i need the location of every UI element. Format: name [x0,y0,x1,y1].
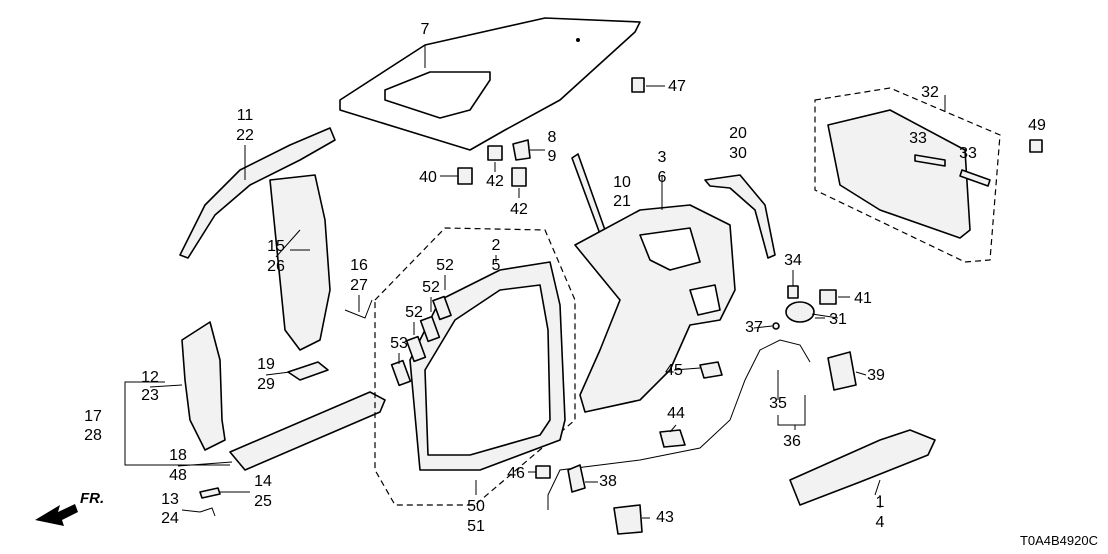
clip-16-27 [344,299,373,319]
callout-44: 44 [667,405,685,422]
callout-52b: 52 [422,279,440,296]
clip-8-9 [512,139,545,161]
callout-33b: 33 [959,145,977,162]
callout-13: 13 [161,491,179,508]
callout-33a: 33 [909,130,927,147]
pads-52-53 [390,295,452,387]
diagram-code: T0A4B4920C [1020,533,1098,548]
fastener-42a [487,145,503,172]
callout-1: 1 [876,494,885,511]
callout-2: 2 [492,237,501,254]
callout-31: 31 [829,311,847,328]
callout-35: 35 [769,395,787,412]
side-outer-panel-2-5 [374,227,576,506]
front-arrow-icon: FR. [35,490,104,526]
callout-26: 26 [267,258,285,275]
callout-6: 6 [658,169,667,186]
pillar-12-23 [181,321,226,451]
callout-32: 32 [921,84,939,101]
cable [547,339,811,510]
callout-20: 20 [729,125,747,142]
fastener-40 [440,167,473,185]
callout-39: 39 [867,367,885,384]
callout-36: 36 [783,433,801,450]
callout-23: 23 [141,387,159,404]
callout-9: 9 [548,148,557,165]
callout-47: 47 [668,78,686,95]
bracket-19-29 [287,361,329,381]
roof-panel [339,17,641,151]
callout-16: 16 [350,257,368,274]
callout-34: 34 [784,252,802,269]
callout-52c: 52 [405,304,423,321]
callout-30: 30 [729,145,747,162]
callout-52a: 52 [436,257,454,274]
callout-42b: 42 [510,201,528,218]
callout-5: 5 [492,257,501,274]
vent-39 [827,351,857,391]
fastener-46 [535,465,551,479]
clip-33a [914,154,946,167]
callout-8: 8 [548,129,557,146]
quarter-panel-3-6 [574,175,736,413]
callout-10: 10 [613,174,631,191]
callout-14: 14 [254,473,272,490]
bracket-43 [613,504,643,535]
fuel-lid-31 [785,301,825,323]
callout-45: 45 [665,362,683,379]
callout-12: 12 [141,369,159,386]
callout-43: 43 [656,509,674,526]
callout-40: 40 [419,169,437,186]
callout-19: 19 [257,356,275,373]
rear-panel-32 [814,87,1001,263]
screw-37 [772,322,780,330]
callout-48: 48 [169,467,187,484]
callout-41: 41 [854,290,872,307]
panel-20-30 [704,174,776,259]
callout-28: 28 [84,427,102,444]
front-label: FR. [80,490,104,507]
pad-44 [659,429,686,448]
callout-53: 53 [390,335,408,352]
cap-41 [819,289,850,305]
callout-27: 27 [350,277,368,294]
callout-46: 46 [507,465,525,482]
callout-3: 3 [658,149,667,166]
callout-7: 7 [421,21,430,38]
callout-38: 38 [599,473,617,490]
clip-13-24 [199,507,216,517]
bolt-47 [631,77,665,93]
callout-4: 4 [876,514,885,531]
callout-51: 51 [467,518,485,535]
callout-24: 24 [161,510,179,527]
callout-18: 18 [169,447,187,464]
callout-21: 21 [613,193,631,210]
pad-14-25 [199,487,221,499]
side-sill-1-4 [789,429,936,508]
callout-11: 11 [237,107,254,124]
pillar-15-26 [269,174,331,351]
bracket-36 [777,395,806,426]
hinge-38 [567,464,586,493]
callout-15: 15 [267,238,285,255]
callout-29: 29 [257,376,275,393]
pad-45 [699,361,723,379]
callout-49: 49 [1028,117,1046,134]
callout-17: 17 [84,408,102,425]
clip-34 [787,285,799,299]
clip-33b [959,169,991,187]
callout-42a: 42 [486,173,504,190]
leader-lines [149,145,881,519]
strip-10-21 [571,153,606,235]
bolt-49 [1029,139,1043,153]
sill-18-48 [229,391,386,471]
callout-25: 25 [254,493,272,510]
callout-22: 22 [236,127,254,144]
fastener-42b [511,167,527,198]
callout-50: 50 [467,498,485,515]
